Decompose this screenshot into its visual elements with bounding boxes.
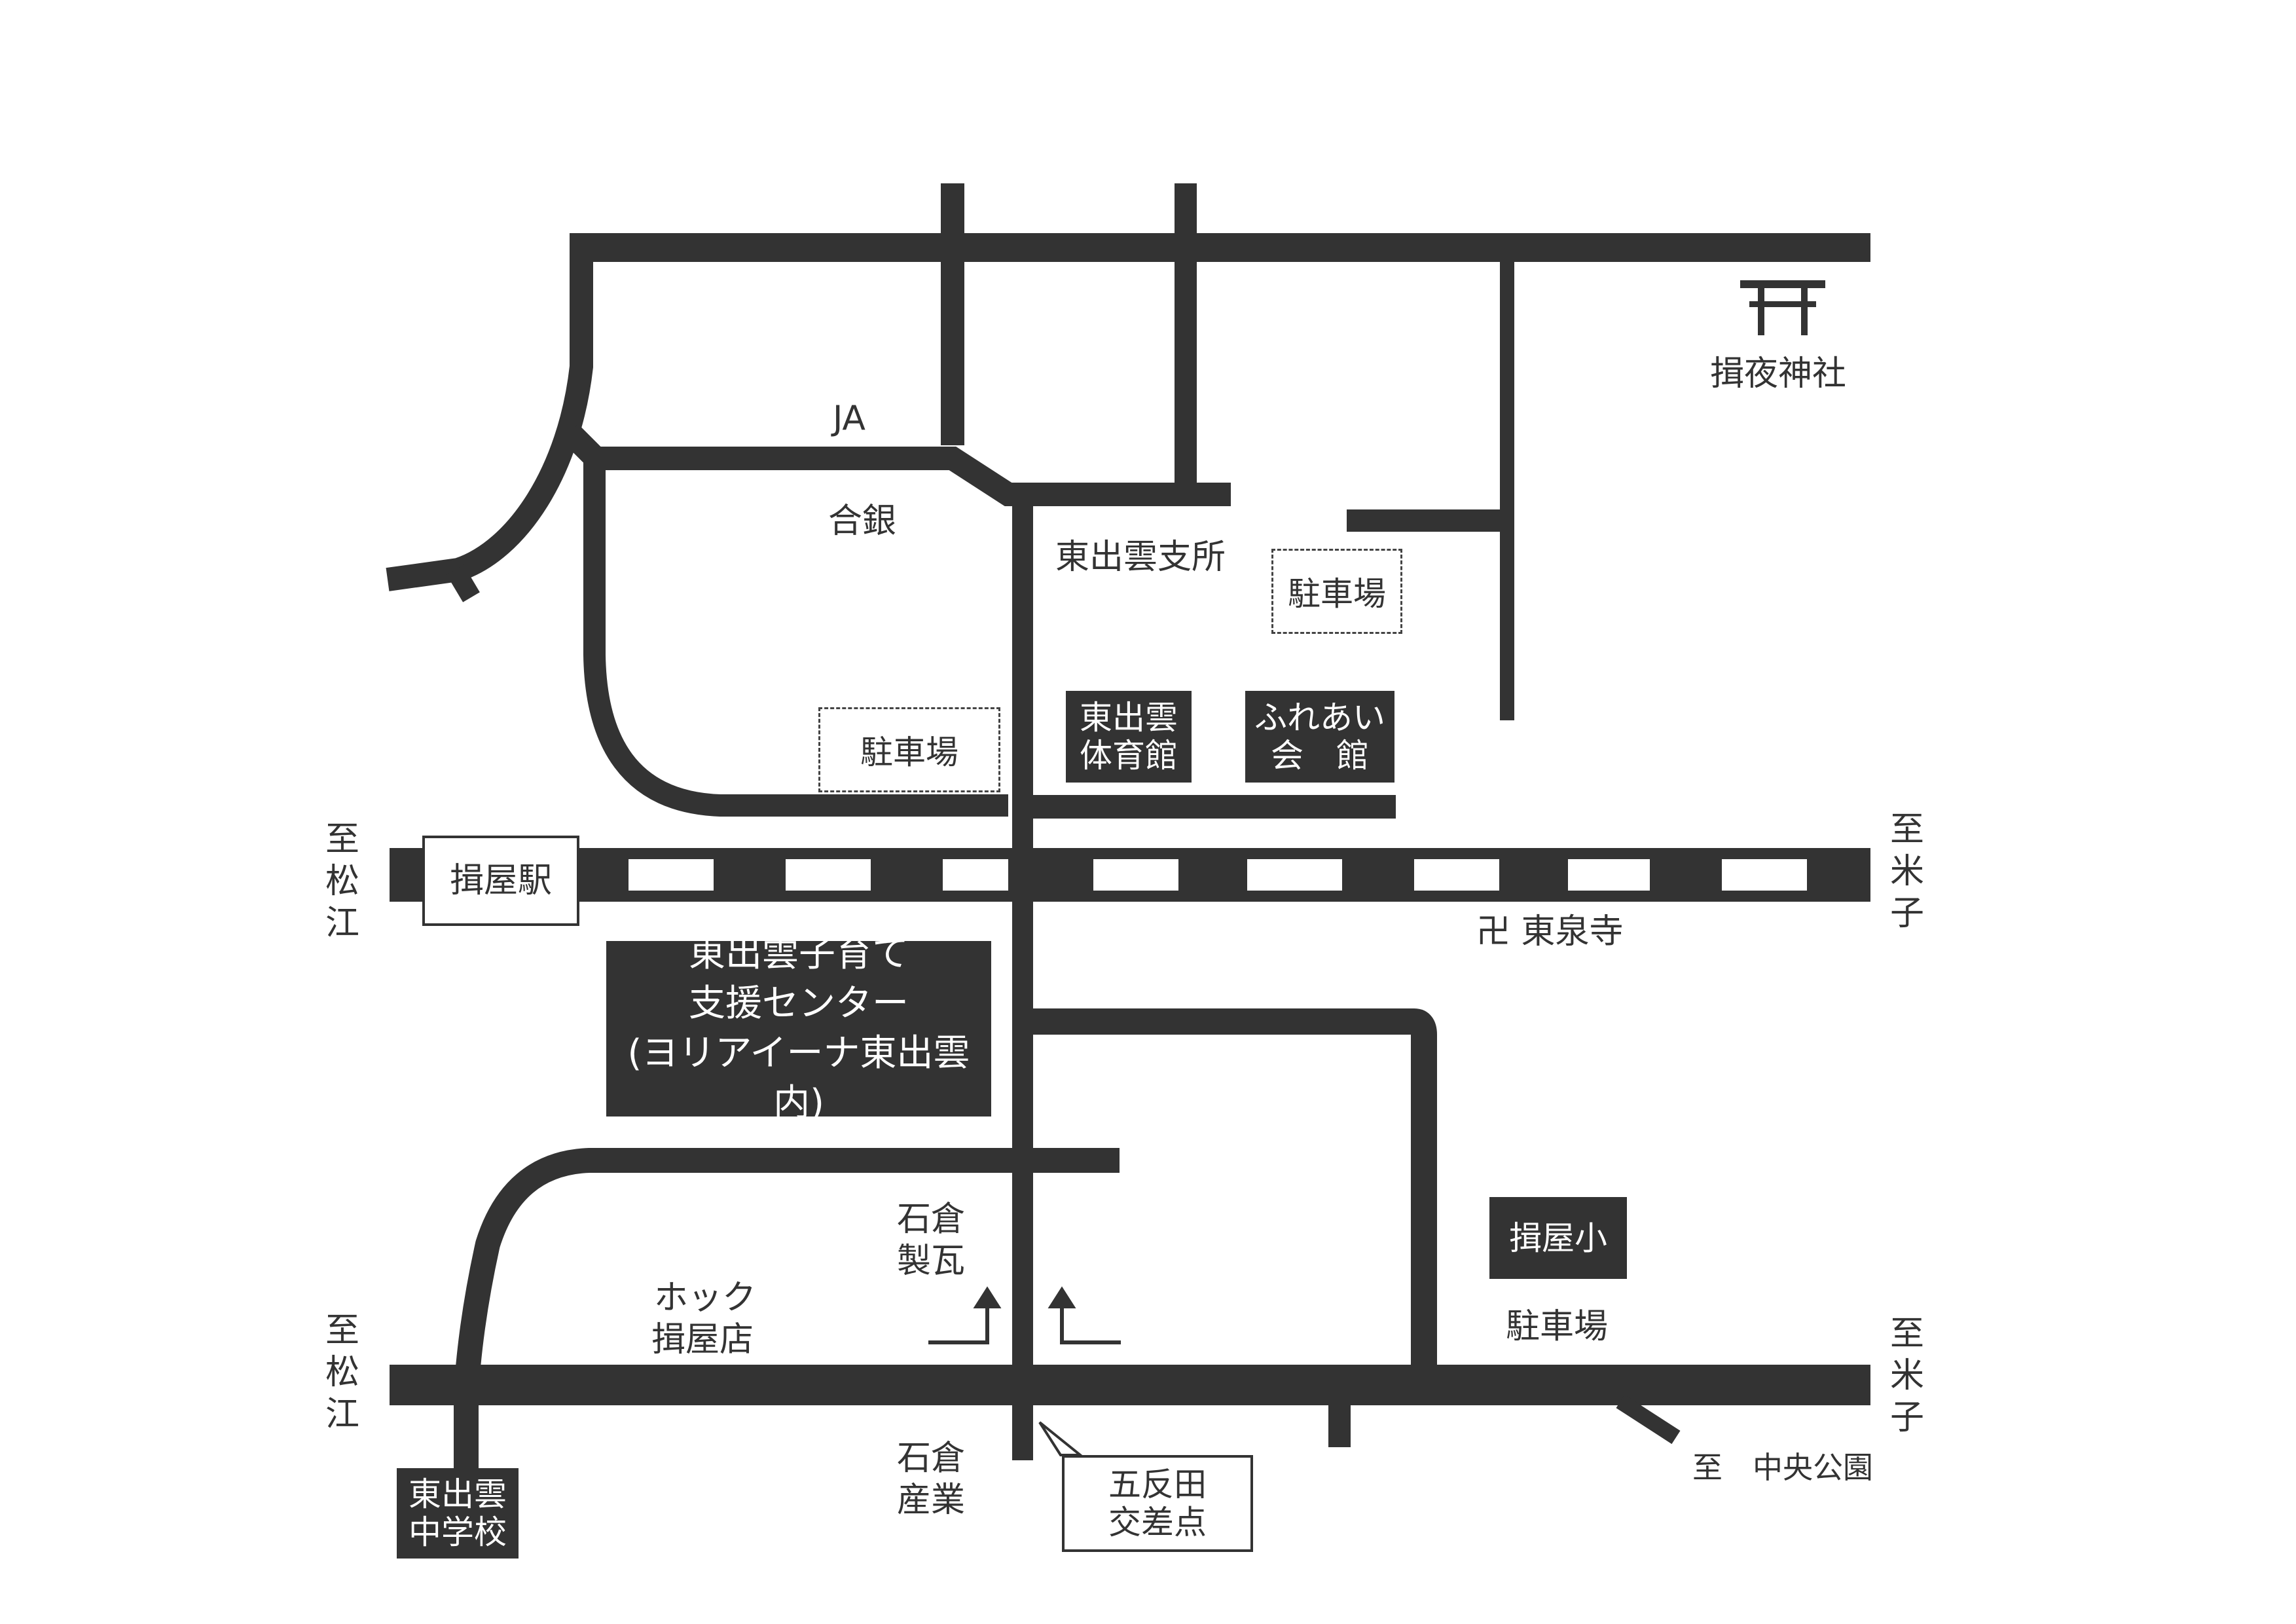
rail-segment (629, 859, 714, 891)
rail-segment (1247, 859, 1342, 891)
fureai-hall-box: ふれあい会 館 (1245, 691, 1394, 783)
manji-icon: 卍 (1476, 912, 1511, 951)
railway-line (390, 848, 1870, 902)
label-ishikura-seiga: 石倉 製瓦 (897, 1200, 966, 1281)
label-temple: 東泉寺 (1521, 912, 1624, 951)
support-center-box: 東出雲子育て 支援センター (ヨリアイーナ東出雲内) (606, 932, 991, 1124)
arrow-up-right-turn-icon (1048, 1286, 1121, 1344)
gym-box: 東出雲体育館 (1066, 691, 1192, 783)
road-west-loop (583, 452, 1008, 817)
label-to-yonago-bottom: 至米子 (1889, 1314, 1924, 1437)
middle-school-box: 東出雲中学校 (397, 1468, 519, 1559)
label-to-matsue-top: 至松江 (325, 820, 359, 943)
label-chuo-koen: 至 中央公園 (1692, 1450, 1873, 1485)
intersection-box: 五反田交差点 (1062, 1455, 1253, 1552)
label-temple-group: 卍 東泉寺 (1476, 912, 1624, 952)
label-ja: JA (833, 399, 866, 438)
road-ja-junction (561, 424, 1231, 506)
road-northwest-stub (446, 564, 480, 602)
station-box: 揖屋駅 (422, 836, 579, 926)
elementary-school-box: 揖屋小 (1489, 1197, 1627, 1279)
label-parking-school: 駐車場 (1506, 1307, 1609, 1346)
rail-segment (1414, 859, 1499, 891)
rail-segment (786, 859, 871, 891)
road-chuo-koen (1616, 1394, 1681, 1445)
label-to-matsue-bottom: 至松江 (325, 1311, 359, 1434)
arrow-up-left-turn-icon (928, 1286, 1002, 1344)
label-shisho: 東出雲支所 (1055, 538, 1226, 577)
rail-segment (943, 859, 1008, 891)
label-ishikura-sangyo: 石倉 産業 (897, 1439, 966, 1520)
label-shrine: 揖夜神社 (1710, 354, 1847, 394)
rail-segment (1568, 859, 1650, 891)
label-hock: ホック 揖屋店 (651, 1278, 757, 1359)
road-school-loop (1023, 1008, 1437, 1382)
label-gogin: 合銀 (828, 502, 897, 541)
intersection-pointer (1038, 1421, 1084, 1456)
parking-north-box: 駐車場 (1271, 549, 1402, 634)
label-to-yonago-top: 至米子 (1889, 810, 1924, 933)
road-south-west-loop (454, 1148, 1120, 1395)
rail-segment (1722, 859, 1807, 891)
rail-segment (1093, 859, 1178, 891)
torii-icon (1740, 280, 1825, 335)
parking-west-box: 駐車場 (818, 707, 1000, 792)
road-northwest-curve (386, 233, 593, 591)
